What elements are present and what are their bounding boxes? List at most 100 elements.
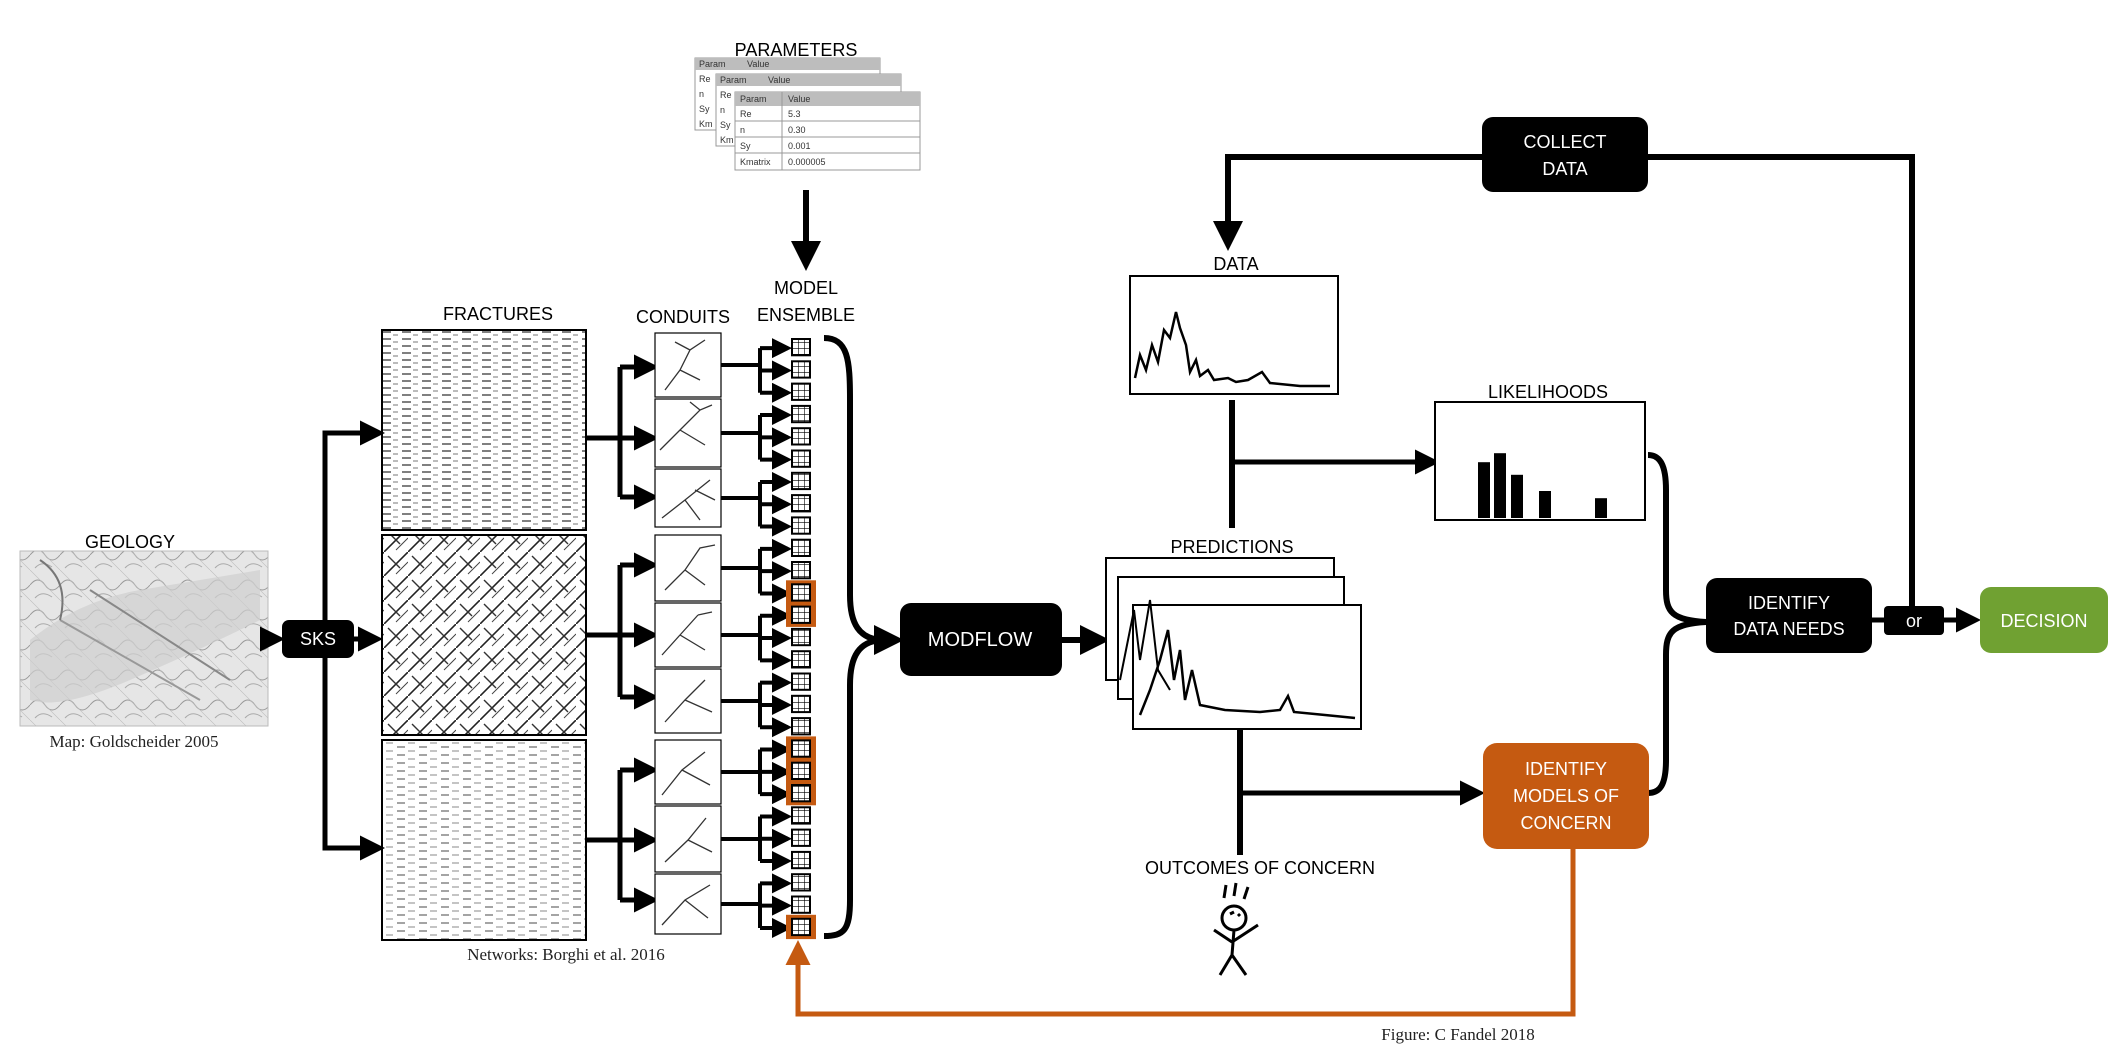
mid-table-row-re: Re: [720, 90, 732, 100]
likelihood-bar: [1494, 453, 1506, 518]
fracture-network-2: [381, 534, 587, 736]
conduit-branches: [659, 339, 716, 926]
ensemble-model: [791, 561, 811, 580]
ensemble-model: [791, 850, 811, 870]
parameters-label: PARAMETERS: [735, 40, 858, 60]
conduit-branch-line: [721, 682, 762, 728]
fracture-network-1: [381, 329, 587, 531]
model-ensemble-stack: [786, 338, 816, 940]
ensemble-model: [791, 449, 811, 468]
ensemble-model-flagged: [791, 583, 811, 602]
likelihood-bar: [1511, 474, 1523, 518]
model-label: MODEL: [774, 278, 838, 298]
modflow-node: [900, 603, 1062, 676]
identify-models-label-2: MODELS OF: [1513, 786, 1619, 806]
conduit-branch-line: [721, 816, 762, 862]
back-table-header-param: Param: [699, 59, 726, 69]
ensemble-model-flagged: [791, 605, 811, 624]
ensemble-model: [791, 494, 811, 513]
collect-data-label-1: COLLECT: [1523, 132, 1606, 152]
data-label: DATA: [1213, 254, 1258, 274]
identify-models-node[interactable]: [1483, 743, 1649, 849]
conduit-branch-line: [721, 348, 762, 393]
ensemble-model-flagged: [791, 784, 811, 803]
data-chart: [1129, 275, 1339, 395]
ensemble-model: [791, 873, 811, 892]
back-table-row-km: Km: [699, 119, 713, 129]
ensemble-model: [791, 650, 811, 669]
concern-feedback-arrow: [785, 849, 1576, 1017]
predictions-chart-stack: [1105, 557, 1362, 730]
decision-node[interactable]: [1980, 587, 2108, 653]
conduit-arrowheads: [600, 354, 659, 913]
fracture-network-3: [381, 739, 587, 941]
ensemble-model: [791, 382, 811, 401]
identify-to-collect-line: [1648, 154, 1915, 615]
ensemble-model: [791, 360, 811, 379]
geology-label: GEOLOGY: [85, 532, 175, 552]
or-label: or: [1906, 611, 1922, 631]
likelihood-bar: [1539, 491, 1551, 518]
ensemble-model: [791, 338, 811, 357]
decision-label: DECISION: [2000, 611, 2087, 631]
mid-table-row-n: n: [720, 105, 725, 115]
sks-node: [282, 620, 354, 658]
ensemble-model-flagged: [791, 761, 811, 781]
identify-data-needs-label-2: DATA NEEDS: [1733, 619, 1844, 639]
front-table-value-0: 5.3: [788, 109, 801, 119]
map-caption: Map: Goldscheider 2005: [49, 732, 218, 751]
ensemble-model: [791, 538, 811, 558]
ensemble-model-flagged: [791, 917, 811, 937]
stick-figure-icon: [1213, 882, 1259, 976]
conduit-branch-line: [721, 548, 762, 594]
ensemble-label: ENSEMBLE: [757, 305, 855, 325]
modflow-label: MODFLOW: [928, 629, 1033, 651]
conduit-branch-line: [721, 883, 762, 928]
mid-table-row-sy: Sy: [720, 120, 731, 130]
conduit-branch-line: [721, 481, 762, 527]
ensemble-model: [791, 806, 811, 825]
back-table-row-sy: Sy: [699, 104, 710, 114]
ensemble-model: [791, 427, 811, 446]
front-table-param-2: Sy: [740, 141, 751, 151]
ensemble-brace: [823, 335, 881, 939]
conduit-branch-line: [721, 615, 762, 661]
predictions-label: PREDICTIONS: [1170, 537, 1293, 557]
inputs-brace: [1647, 452, 1707, 796]
conduits-to-ensemble-arrows: [721, 338, 792, 938]
front-table-param-0: Re: [740, 109, 752, 119]
parameters-table-stack: Param Value Re n Sy Km Param Value Re n …: [694, 57, 921, 171]
front-table-value-2: 0.001: [788, 141, 811, 151]
networks-caption: Networks: Borghi et al. 2016: [467, 945, 665, 964]
likelihood-bar: [1595, 498, 1607, 518]
front-table-header-value: Value: [788, 94, 810, 104]
ensemble-model: [791, 828, 811, 847]
ensemble-model: [791, 516, 811, 535]
identify-data-needs-node[interactable]: [1706, 578, 1872, 653]
geology-map: [19, 550, 269, 727]
identify-data-needs-label-1: IDENTIFY: [1748, 593, 1830, 613]
ensemble-model-flagged: [791, 739, 811, 758]
sks-label: SKS: [300, 629, 336, 649]
ensemble-model: [791, 672, 811, 691]
conduit-maps: [654, 332, 722, 935]
likelihood-bars: [1478, 453, 1607, 518]
front-table-param-3: Kmatrix: [740, 157, 771, 167]
front-table-param-1: n: [740, 125, 745, 135]
collect-data-label-2: DATA: [1542, 159, 1587, 179]
collect-data-node[interactable]: [1482, 117, 1648, 192]
mid-table-header-value: Value: [768, 75, 790, 85]
ensemble-model: [791, 627, 811, 647]
conduit-branch-line: [721, 749, 762, 795]
front-table-value-1: 0.30: [788, 125, 806, 135]
ensemble-model: [791, 717, 811, 736]
identify-models-label-1: IDENTIFY: [1525, 759, 1607, 779]
ensemble-model: [791, 895, 811, 914]
collect-to-data-arrow: [1213, 154, 1482, 251]
ensemble-model: [791, 471, 811, 491]
figure-caption: Figure: C Fandel 2018: [1381, 1025, 1534, 1044]
ensemble-model: [791, 404, 811, 424]
conduit-branch-line: [721, 415, 762, 460]
mid-table-header-param: Param: [720, 75, 747, 85]
fractures-label: FRACTURES: [443, 304, 553, 324]
